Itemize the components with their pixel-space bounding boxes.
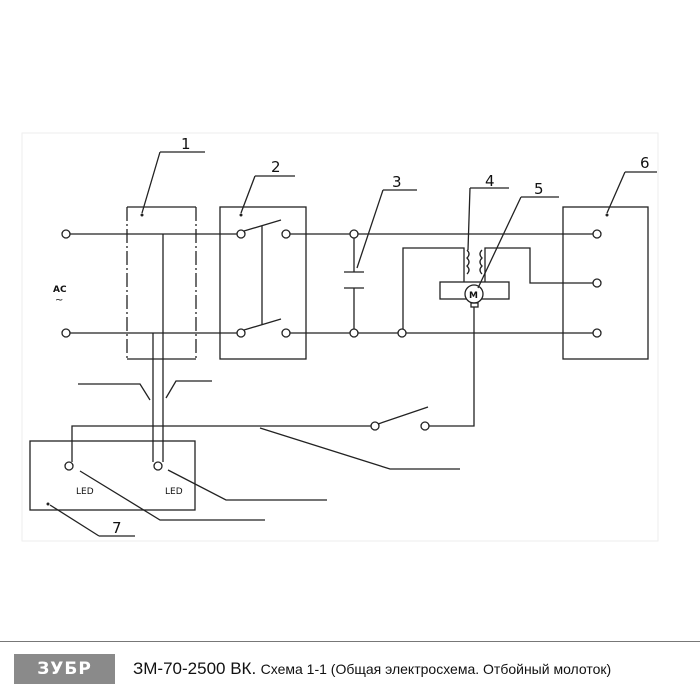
logo-text: ЗУБР (37, 659, 92, 679)
leader-1 (141, 151, 205, 214)
switch-box (219, 206, 307, 360)
brand-logo: ЗУБР (14, 654, 115, 684)
leader-led-wire (259, 427, 460, 470)
led-wire (71, 425, 371, 462)
caption-description: Схема 1-1 (Общая электросхема. Отбойный … (260, 661, 612, 677)
label-1: 1 (181, 135, 191, 153)
leader-2 (240, 175, 295, 214)
leader-led1 (79, 470, 265, 521)
wiring-diagram: 1 2 3 4 5 6 7 AC ~ M LED LED (21, 132, 659, 542)
footer-divider (0, 641, 700, 642)
main-switch-contacts (243, 219, 282, 331)
leader-5 (477, 196, 559, 289)
led-supply-wires (152, 234, 164, 462)
ac-symbol: ~ (55, 295, 63, 306)
motor-lead (429, 307, 475, 427)
ac-label: AC (53, 285, 67, 295)
diagram-frame (21, 132, 659, 542)
motor-field-wires (402, 247, 593, 333)
leader-7 (49, 504, 135, 537)
leader-3 (356, 189, 417, 269)
label-5: 5 (534, 180, 544, 198)
terminals (61, 229, 602, 471)
led-label-1: LED (76, 487, 94, 497)
led-label-2: LED (165, 487, 183, 497)
leader-4 (467, 187, 509, 251)
label-7: 7 (112, 519, 122, 537)
motor-brush (470, 302, 479, 308)
label-6: 6 (640, 154, 650, 172)
junction-dots (46, 213, 609, 506)
label-3: 3 (392, 173, 402, 191)
capacitor (344, 234, 364, 333)
motor-label: M (469, 291, 478, 301)
caption: ЗМ-70-2500 ВК. Схема 1-1 (Общая электрос… (133, 659, 611, 679)
led-switch-contact (377, 406, 429, 425)
leader-wires (78, 380, 212, 401)
leader-6 (606, 171, 657, 214)
led-box (29, 440, 196, 511)
label-2: 2 (271, 158, 281, 176)
model-name: ЗМ-70-2500 ВК. (133, 659, 257, 678)
leader-led2 (167, 469, 327, 501)
label-4: 4 (485, 172, 495, 190)
field-coils (466, 249, 483, 275)
